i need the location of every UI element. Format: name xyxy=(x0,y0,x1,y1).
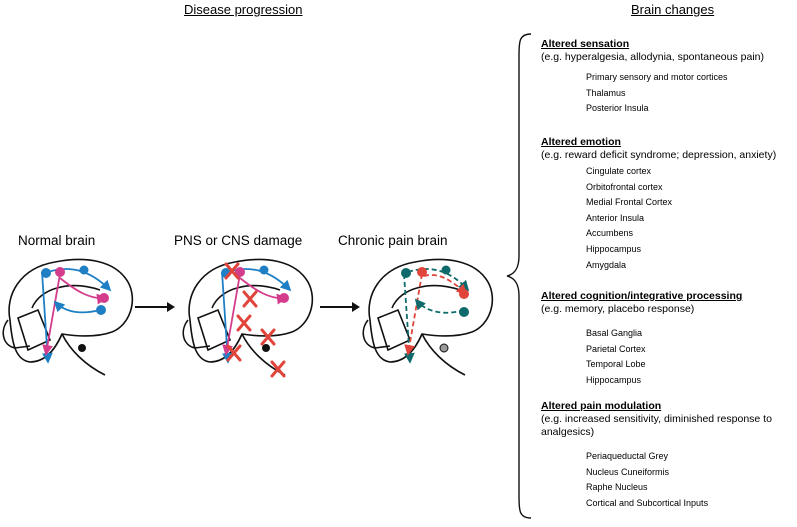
region-item: Raphe Nucleus xyxy=(586,482,648,493)
section-title: Altered sensation xyxy=(541,38,630,50)
section-altered-cognition: Altered cognition/integrative processing… xyxy=(541,290,795,394)
pathway-blue xyxy=(53,300,101,314)
region-item: Medial Frontal Cortex xyxy=(586,197,673,208)
neuron-node xyxy=(401,268,411,278)
cerebellum-outline xyxy=(362,319,391,349)
pathway-teal-dashed xyxy=(407,268,470,292)
region-item: Nucleus Cuneiformis xyxy=(586,466,670,477)
region-item: Parietal Cortex xyxy=(586,343,646,354)
neuron-node xyxy=(279,293,289,303)
neuron-node xyxy=(417,267,427,277)
pathway-pink xyxy=(42,273,61,356)
brain-changes-panel: Altered sensation (e.g. hyperalgesia, al… xyxy=(541,38,795,517)
region-list: Cingulate cortex Orbitofrontal cortex Me… xyxy=(586,164,795,273)
damage-cross-icon xyxy=(242,290,258,308)
stage-label-damage: PNS or CNS damage xyxy=(174,233,303,248)
pathway-pink xyxy=(222,273,241,356)
pathway-red-dashed xyxy=(404,273,423,356)
pathway-teal-dashed xyxy=(414,298,465,314)
brain-outline xyxy=(8,258,134,363)
region-item: Cortical and Subcortical Inputs xyxy=(586,497,709,508)
region-item: Anterior Insula xyxy=(586,212,645,223)
ventricle xyxy=(197,308,232,352)
progression-arrow-1 xyxy=(135,302,175,312)
stage-label-chronic: Chronic pain brain xyxy=(338,233,448,248)
region-item: Hippocampus xyxy=(586,243,642,254)
brace-bracket xyxy=(506,33,532,519)
region-item: Temporal Lobe xyxy=(586,359,646,370)
neuron-node xyxy=(99,293,109,303)
neuron-node xyxy=(78,344,86,352)
neuron-node xyxy=(55,267,65,277)
region-list: Periaqueductal Grey Nucleus Cuneiformis … xyxy=(586,449,795,511)
section-title: Altered emotion xyxy=(541,136,621,148)
region-list: Basal Ganglia Parietal Cortex Temporal L… xyxy=(586,326,795,388)
ventricle xyxy=(377,308,412,352)
cerebellum-outline xyxy=(2,319,31,349)
neuron-node xyxy=(96,305,106,315)
region-item: Basal Ganglia xyxy=(586,328,643,338)
neuron-node xyxy=(459,307,469,317)
region-list: Primary sensory and motor cortices Thala… xyxy=(586,70,795,117)
neuron-node xyxy=(259,265,269,275)
region-item: Thalamus xyxy=(586,87,626,98)
section-example: (e.g. hyperalgesia, allodynia, spontaneo… xyxy=(541,51,764,63)
ventricle xyxy=(17,308,52,352)
pathway-red-dashed xyxy=(423,274,468,296)
neuron-node xyxy=(41,268,51,278)
damaged-brain-diagram xyxy=(182,258,314,378)
stage-label-normal: Normal brain xyxy=(18,233,96,248)
region-item: Cingulate cortex xyxy=(586,166,652,176)
brain-outline xyxy=(368,258,494,363)
neuron-node xyxy=(459,289,469,299)
region-item: Accumbens xyxy=(586,228,634,239)
section-example: (e.g. reward deficit syndrome; depressio… xyxy=(541,149,777,161)
damage-cross-icon xyxy=(224,262,240,280)
cerebellum-outline xyxy=(182,319,211,349)
region-item: Amygdala xyxy=(586,259,627,270)
brainstem-outline xyxy=(421,333,466,376)
section-altered-sensation: Altered sensation (e.g. hyperalgesia, al… xyxy=(541,38,795,130)
region-item: Orbitofrontal cortex xyxy=(586,181,663,192)
neuron-node xyxy=(235,267,245,277)
progression-arrow-2 xyxy=(320,302,360,312)
damage-cross-icon xyxy=(226,344,242,362)
section-title: Altered cognition/integrative processing xyxy=(541,290,743,302)
damage-cross-icon xyxy=(270,360,286,378)
damage-cross-icon xyxy=(260,328,276,346)
corpus-callosum xyxy=(391,284,461,309)
disease-progression-header: Disease progression xyxy=(184,2,303,17)
brain-changes-header: Brain changes xyxy=(631,2,715,17)
neuron-node xyxy=(439,343,449,353)
normal-brain-diagram xyxy=(2,258,134,376)
section-example: (e.g. increased sensitivity, diminished … xyxy=(541,413,772,438)
chronic-pain-brain-diagram xyxy=(362,258,494,376)
neuron-node xyxy=(79,265,89,275)
neuron-node xyxy=(441,265,451,275)
brain-outline xyxy=(188,258,314,363)
section-altered-emotion: Altered emotion (e.g. reward deficit syn… xyxy=(541,136,795,284)
neuron-node xyxy=(262,344,270,352)
region-item: Hippocampus xyxy=(586,374,642,385)
section-altered-pain-modulation: Altered pain modulation (e.g. increased … xyxy=(541,400,795,511)
brainstem-outline xyxy=(61,333,106,376)
damage-cross-icon xyxy=(236,314,252,332)
section-example: (e.g. memory, placebo response) xyxy=(541,303,695,315)
section-title: Altered pain modulation xyxy=(541,400,662,412)
region-item: Posterior Insula xyxy=(586,103,649,114)
region-item: Primary sensory and motor cortices xyxy=(586,72,728,82)
region-item: Periaqueductal Grey xyxy=(586,451,669,461)
